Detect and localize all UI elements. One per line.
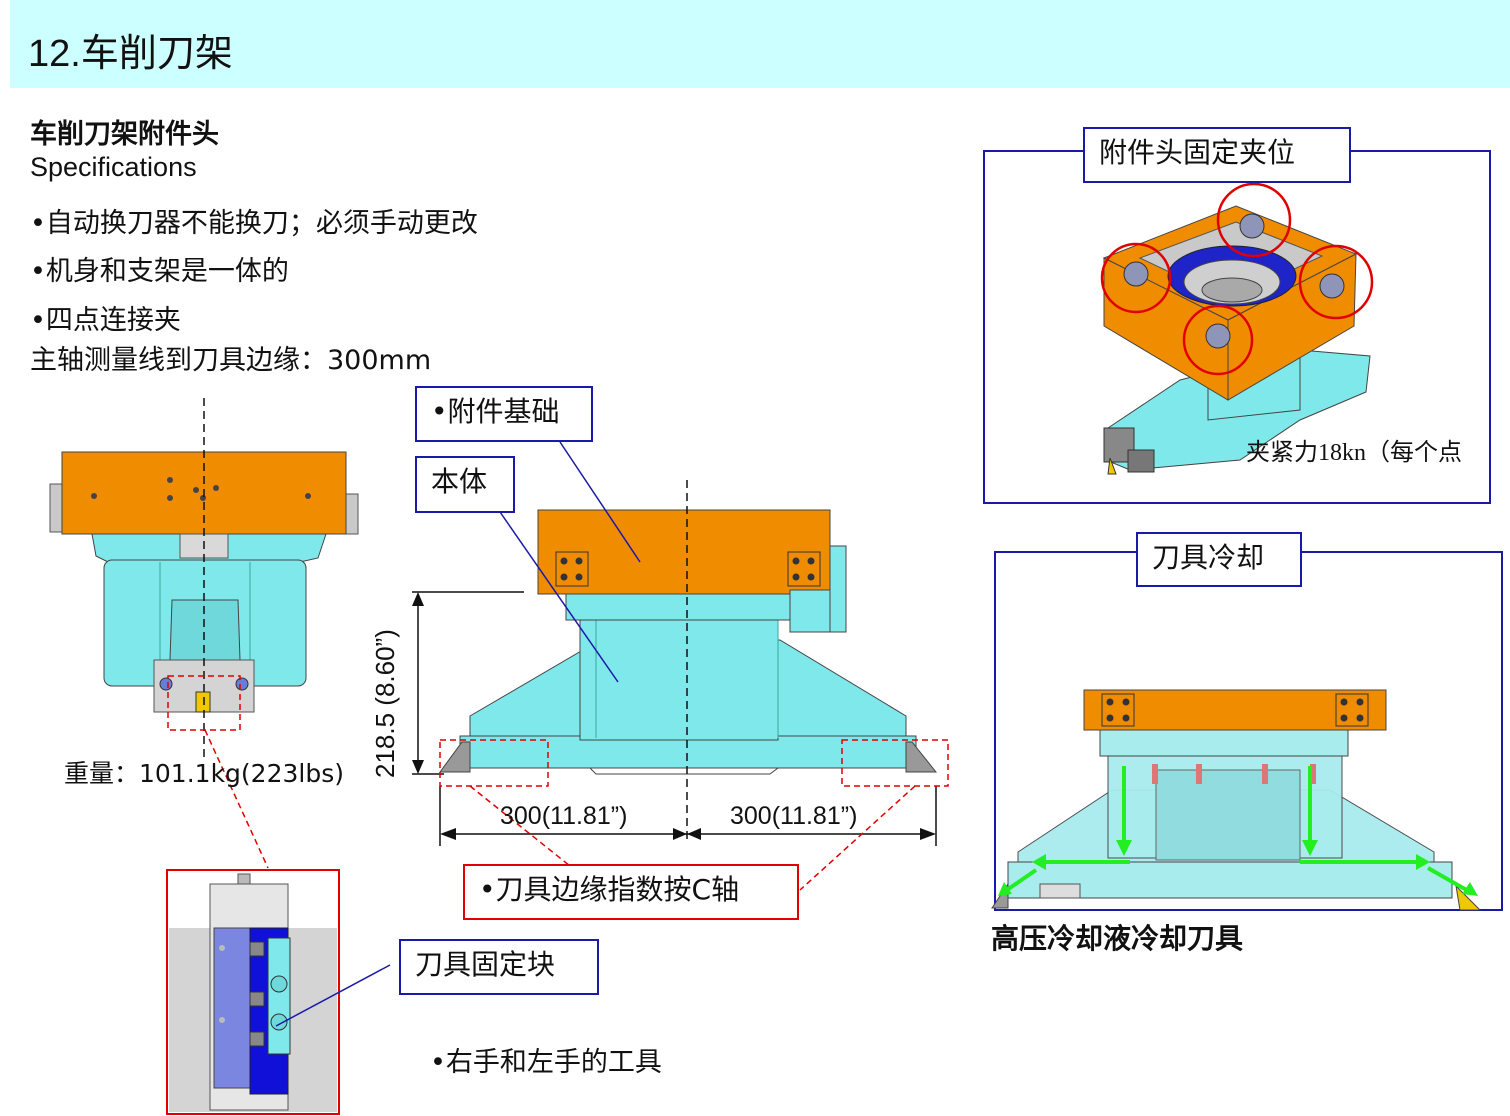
page-title: 12.车削刀架 [28,33,233,75]
specifications-label: Specifications [30,152,197,182]
title-bar [10,0,1510,88]
clamp-force-text: 夹紧力18kn（每个点 [1246,440,1462,466]
hands-bullet: •右手和左手的工具 [430,1047,662,1078]
spec-bullet-2: •机身和支架是一体的 [30,256,289,287]
cooling-panel-title: 刀具冷却 [1136,532,1302,587]
body-label: 本体 [415,456,515,513]
right-width-dimension-text: 300(11.81”) [730,802,858,830]
weight-text: 重量：101.1kg(223lbs) [64,759,344,788]
measure-line-text: 主轴测量线到刀具边缘：300mm [30,345,432,376]
tool-block-label: 刀具固定块 [399,939,599,995]
left-width-dimension-text: 300(11.81”) [500,802,628,830]
spec-bullet-1: •自动换刀器不能换刀；必须手动更改 [30,208,478,239]
spec-bullet-3: •四点连接夹 [30,305,181,336]
cooling-caption: 高压冷却液冷却刀具 [991,922,1244,955]
base-label: •附件基础 [415,386,593,442]
section-heading: 车削刀架附件头 [30,119,219,150]
clamp-panel-title: 附件头固定夹位 [1083,127,1351,183]
tool-edge-label: •刀具边缘指数按C轴 [463,864,799,920]
